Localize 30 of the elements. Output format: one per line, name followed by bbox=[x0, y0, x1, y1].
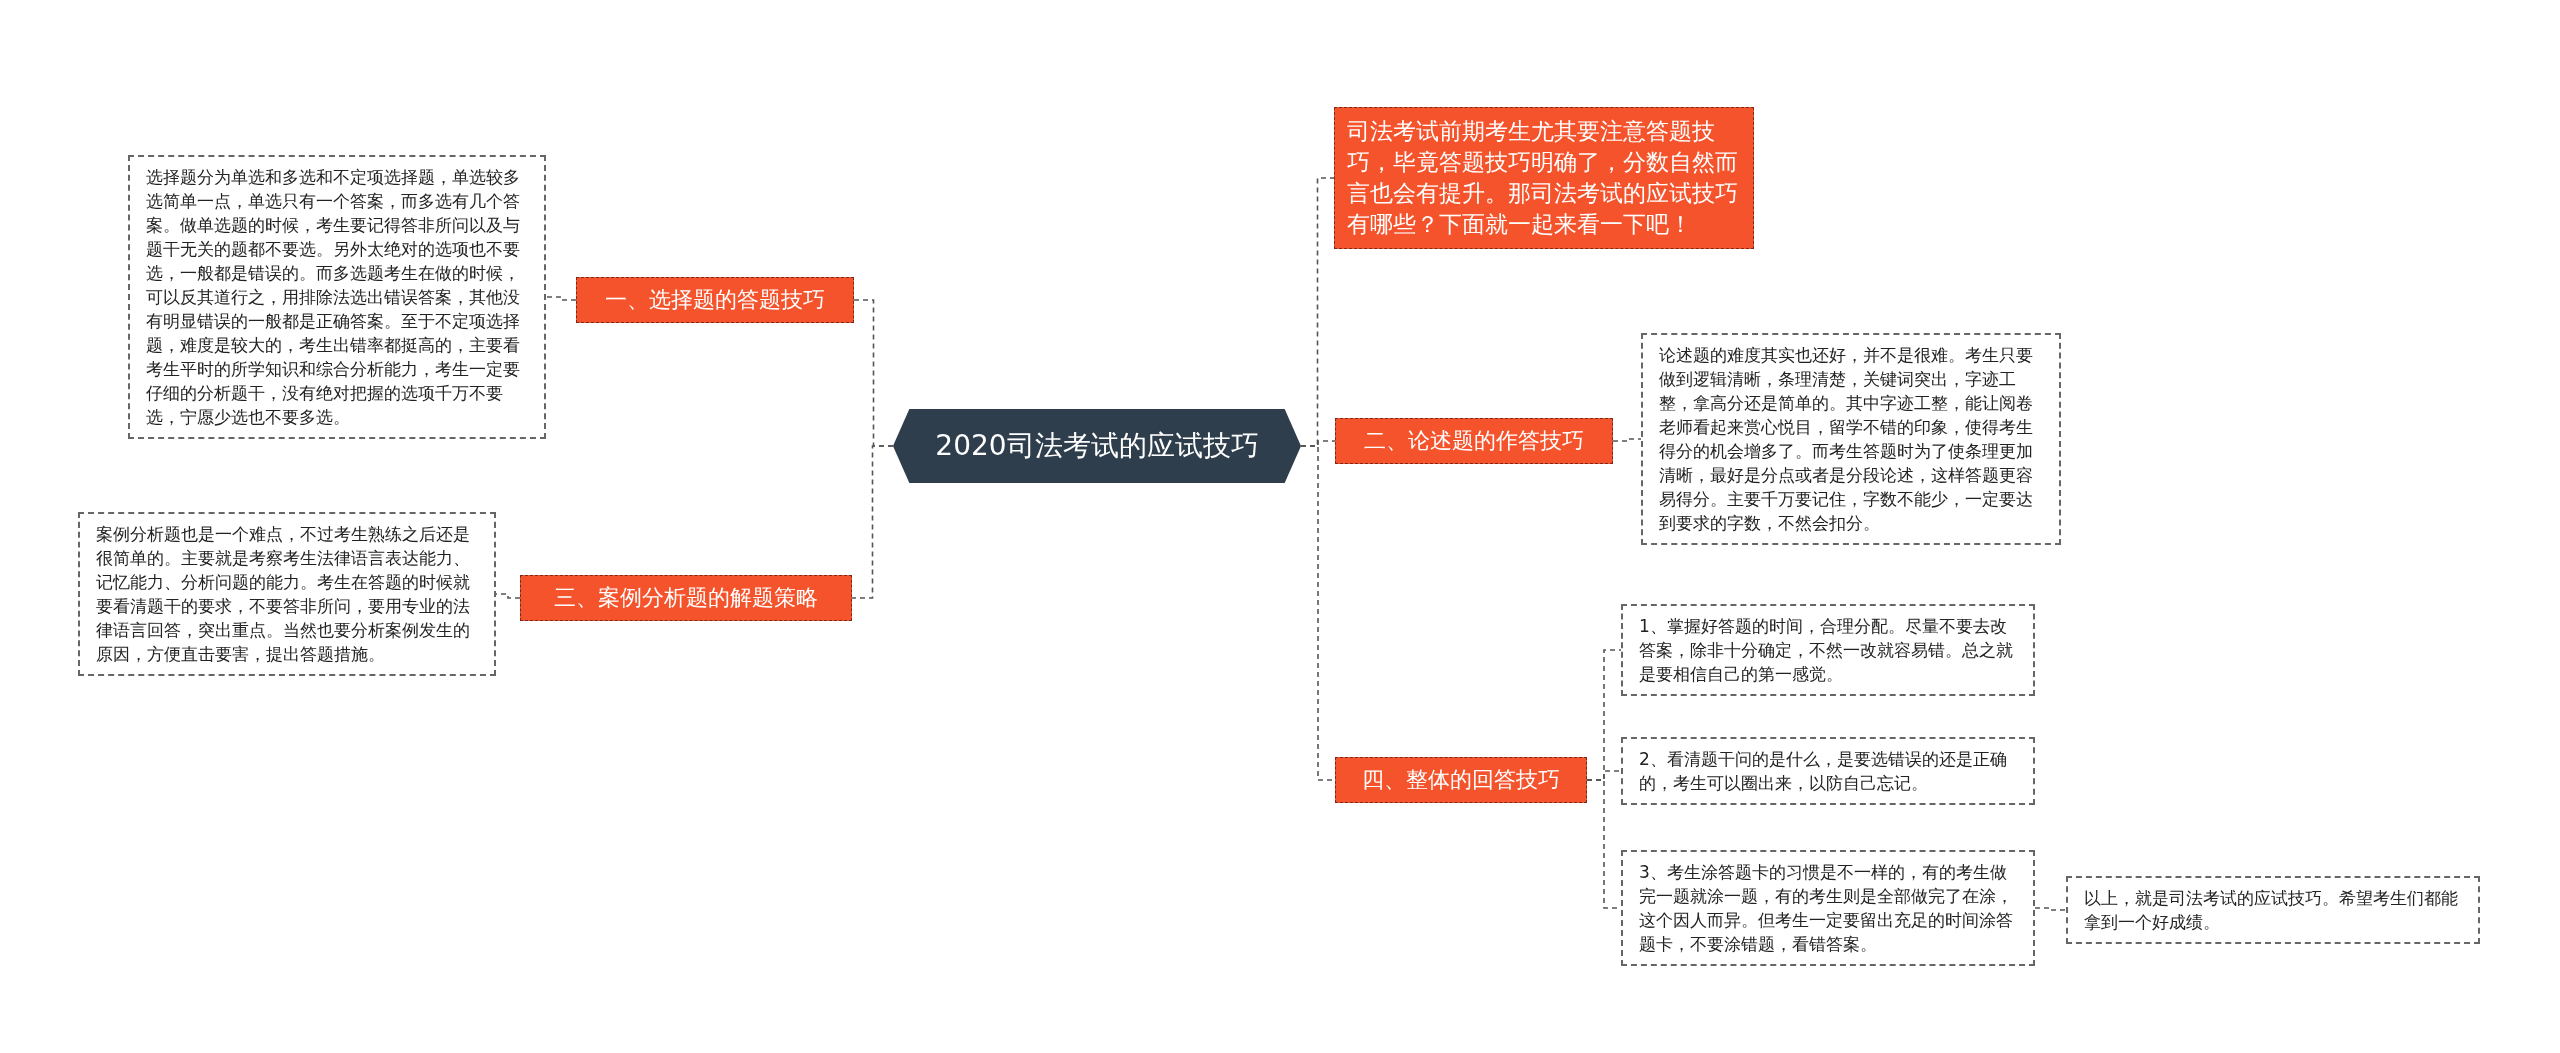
branch-topic bbox=[1335, 418, 1613, 464]
note-text: 2、看清题干问的是什么，是要选错误的还是正确的，考生可以圈出来，以防自己忘记。 bbox=[1639, 748, 2008, 795]
note-text: 1、掌握好答题的时间，合理分配。尽量不要去改答案，除非十分确定，不然一改就容易错。总之就是要相信自己的第一感觉。 bbox=[1639, 615, 2014, 686]
connector-line bbox=[851, 445, 894, 599]
intro-text: 司法考试前期考生尤其要注意答题技巧，毕竟答题技巧明确了，分数自然而言也会有提升。那司法考试的应试技巧有哪些？下面就一起来看一下吧！ bbox=[1347, 117, 1739, 239]
topic-title: 2020司法考试的应试技巧 bbox=[934, 429, 1260, 463]
note-box bbox=[1621, 604, 2035, 696]
branch-label: 四、整体的回答技巧 bbox=[1361, 766, 1561, 794]
note-box bbox=[78, 512, 496, 676]
note-text: 案例分析题也是一个难点，不过考生熟练之后还是很简单的。主要就是考察考生法律语言表达能力、记忆能力、分析问题的能力。考生在答题的时候就要看清题干的要求，不要答非所问，要用专业的法律语言回答，突出重点。当然也要分析案例发生的原因，方便直击要害，提出答题措施。 bbox=[96, 523, 471, 666]
note-text: 3、考生涂答题卡的习惯是不一样的，有的考生做完一题就涂一题，有的考生则是全部做完了在涂，这个因人而异。但考生一定要留出充足的时间涂答题卡，不要涂错题，看错答案。 bbox=[1639, 861, 2014, 956]
branch-topic bbox=[576, 277, 854, 323]
branch-topic bbox=[1335, 757, 1587, 803]
note-box bbox=[1621, 850, 2035, 966]
branch-label: 三、案例分析题的解题策略 bbox=[553, 584, 819, 612]
branch-topic bbox=[520, 575, 852, 621]
connector-line bbox=[2034, 907, 2067, 911]
note-box bbox=[1641, 333, 2061, 545]
note-box bbox=[1621, 737, 2035, 805]
note-text: 论述题的难度其实也还好，并不是很难。考生只要做到逻辑清晰，条理清楚，关键词突出，字迹工整，拿高分还是简单的。其中字迹工整，能让阅卷老师看起来赏心悦目，留学不错的印象，使得考生得分的机会增多了。而考生答题时为了使条理更加清晰，最好是分点或者是分段论述，这样答题更容易得分。主要千万要记住，字数不能少，一定要达到要求的字数，不然会扣分。 bbox=[1659, 344, 2034, 535]
note-box bbox=[128, 155, 546, 439]
branch-label: 二、论述题的作答技巧 bbox=[1363, 427, 1585, 455]
central-topic bbox=[893, 409, 1301, 483]
note-box bbox=[2066, 876, 2480, 944]
connector-line bbox=[1612, 438, 1642, 442]
branch-label: 一、选择题的答题技巧 bbox=[604, 286, 826, 314]
connector-line bbox=[545, 296, 577, 301]
note-text: 以上，就是司法考试的应试技巧。希望考生们都能拿到一个好成绩。 bbox=[2084, 887, 2459, 934]
intro-box bbox=[1334, 107, 1754, 249]
note-text: 选择题分为单选和多选和不定项选择题，单选较多选简单一点，单选只有一个答案，而多选有几个答案。做单选题的时候，考生要记得答非所问以及与题干无关的题都不要选。另外太绝对的选项也不要选，一般都是错误的。而多选题考生在做的时候，可以反其道行之，用排除法选出错误答案，其他没有明显错误的一般都是正确答案。至于不定项选择题，难度是较大的，考生出错率都挺高的，主要看考生平时的所学知识和综合分析能力，考生一定要仔细的分析题干，没有绝对把握的选项千万不要选，宁愿少选也不要多选。 bbox=[146, 166, 521, 429]
